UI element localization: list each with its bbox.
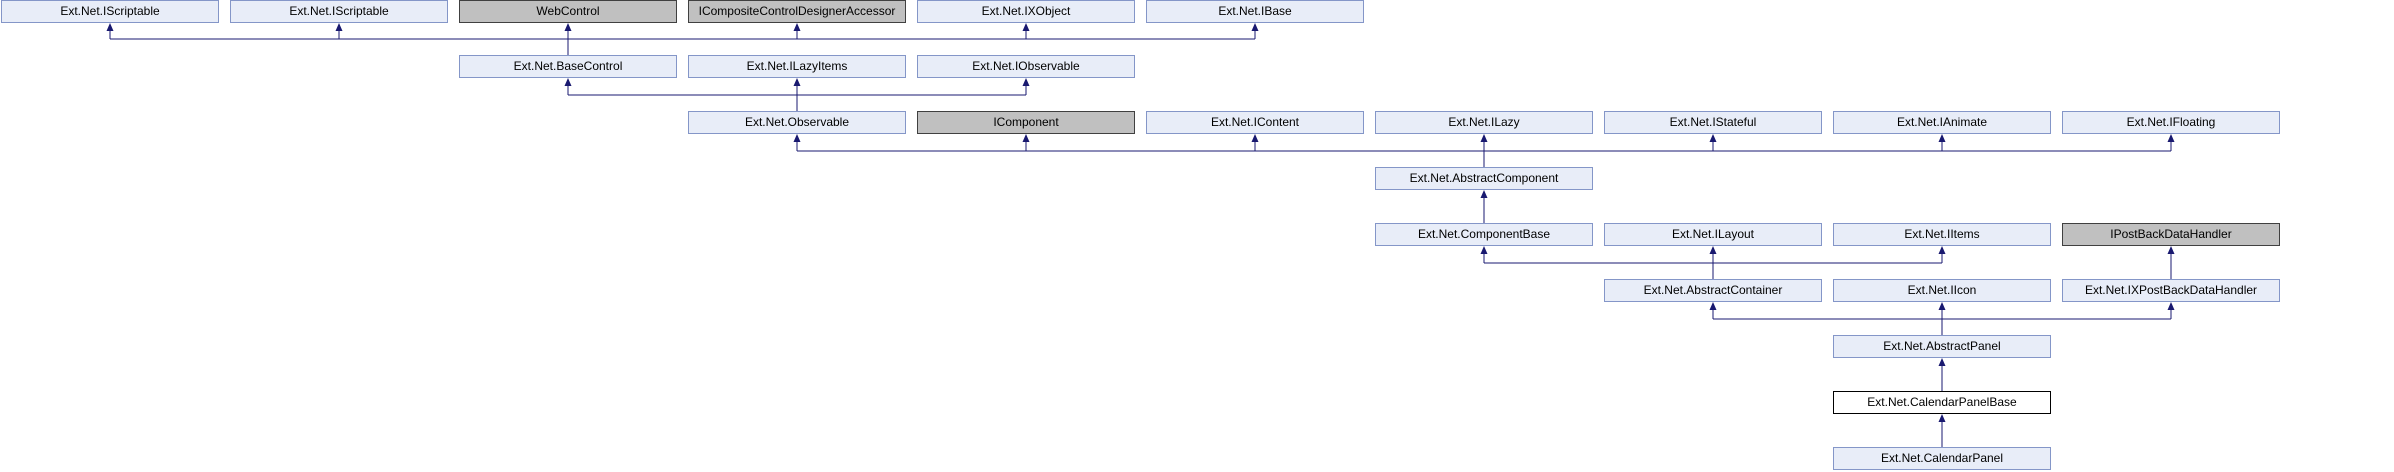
arrow-head-icon (793, 134, 801, 142)
class-node-label: Ext.Net.IScriptable (60, 4, 160, 18)
arrow-head-icon (2167, 134, 2175, 142)
arrow-head-icon (564, 23, 572, 31)
class-node-ext-net-ilazyitems[interactable]: Ext.Net.ILazyItems (688, 55, 906, 78)
class-node-ext-net-iscriptable[interactable]: Ext.Net.IScriptable (1, 0, 219, 23)
arrow-head-icon (106, 23, 114, 31)
class-node-label: Ext.Net.AbstractPanel (1883, 339, 2001, 353)
arrow-head-icon (2167, 302, 2175, 310)
class-node-ext-net-calendarpanel[interactable]: Ext.Net.CalendarPanel (1833, 447, 2051, 470)
arrow-head-icon (1709, 134, 1717, 142)
arrow-head-icon (1480, 190, 1488, 198)
class-node-label: Ext.Net.ILazyItems (746, 59, 848, 73)
class-node-ipostbackdatahandler[interactable]: IPostBackDataHandler (2062, 223, 2280, 246)
arrow-head-icon (1938, 302, 1946, 310)
class-node-label: ICompositeControlDesignerAccessor (698, 4, 896, 18)
arrow-head-icon (1022, 78, 1030, 86)
class-node-ext-net-ianimate[interactable]: Ext.Net.IAnimate (1833, 111, 2051, 134)
class-node-ext-net-ilayout[interactable]: Ext.Net.ILayout (1604, 223, 1822, 246)
arrow-head-icon (1251, 23, 1259, 31)
arrow-head-icon (1938, 134, 1946, 142)
class-node-label: Ext.Net.IContent (1210, 115, 1300, 129)
class-node-ext-net-iobservable[interactable]: Ext.Net.IObservable (917, 55, 1135, 78)
arrow-head-icon (1709, 302, 1717, 310)
class-node-icomponent[interactable]: IComponent (917, 111, 1135, 134)
arrow-head-icon (793, 23, 801, 31)
arrow-head-icon (1709, 246, 1717, 254)
class-node-ext-net-iicon[interactable]: Ext.Net.IIcon (1833, 279, 2051, 302)
class-node-label: Ext.Net.CalendarPanelBase (1867, 395, 2017, 409)
class-node-label: Ext.Net.ComponentBase (1417, 227, 1551, 241)
class-node-label: Ext.Net.IBase (1218, 4, 1292, 18)
class-node-ext-net-istateful[interactable]: Ext.Net.IStateful (1604, 111, 1822, 134)
arrow-head-icon (1022, 134, 1030, 142)
class-node-ext-net-iscriptable[interactable]: Ext.Net.IScriptable (230, 0, 448, 23)
class-node-icompositecontroldesigneraccessor[interactable]: ICompositeControlDesignerAccessor (688, 0, 906, 23)
class-node-ext-net-calendarpanelbase: Ext.Net.CalendarPanelBase (1833, 391, 2051, 414)
class-node-ext-net-abstractcontainer[interactable]: Ext.Net.AbstractContainer (1604, 279, 1822, 302)
arrow-head-icon (1480, 134, 1488, 142)
class-node-label: Ext.Net.IScriptable (289, 4, 389, 18)
arrow-head-icon (1938, 414, 1946, 422)
class-node-ext-net-abstractcomponent[interactable]: Ext.Net.AbstractComponent (1375, 167, 1593, 190)
arrow-head-icon (1938, 358, 1946, 366)
class-node-label: Ext.Net.IItems (1904, 227, 1980, 241)
class-node-label: Ext.Net.IAnimate (1896, 115, 1988, 129)
class-node-ext-net-ixpostbackdatahandler[interactable]: Ext.Net.IXPostBackDataHandler (2062, 279, 2280, 302)
arrow-head-icon (564, 78, 572, 86)
class-node-ext-net-componentbase[interactable]: Ext.Net.ComponentBase (1375, 223, 1593, 246)
class-node-ext-net-abstractpanel[interactable]: Ext.Net.AbstractPanel (1833, 335, 2051, 358)
class-node-label: IPostBackDataHandler (2110, 227, 2232, 241)
class-node-ext-net-ifloating[interactable]: Ext.Net.IFloating (2062, 111, 2280, 134)
class-node-label: Ext.Net.IXPostBackDataHandler (2084, 283, 2258, 297)
class-node-ext-net-iitems[interactable]: Ext.Net.IItems (1833, 223, 2051, 246)
arrow-head-icon (793, 78, 801, 86)
arrow-head-icon (1480, 246, 1488, 254)
class-node-label: Ext.Net.IObservable (972, 59, 1080, 73)
arrow-head-icon (335, 23, 343, 31)
class-node-ext-net-icontent[interactable]: Ext.Net.IContent (1146, 111, 1364, 134)
class-node-ext-net-ilazy[interactable]: Ext.Net.ILazy (1375, 111, 1593, 134)
class-node-label: Ext.Net.ILayout (1671, 227, 1755, 241)
class-node-label: Ext.Net.AbstractComponent (1409, 171, 1559, 185)
class-node-label: IComponent (993, 115, 1059, 129)
class-node-ext-net-observable[interactable]: Ext.Net.Observable (688, 111, 906, 134)
class-node-label: Ext.Net.IXObject (981, 4, 1071, 18)
arrow-head-icon (1938, 246, 1946, 254)
class-node-ext-net-ibase[interactable]: Ext.Net.IBase (1146, 0, 1364, 23)
class-node-label: Ext.Net.ILazy (1448, 115, 1520, 129)
arrow-head-icon (1251, 134, 1259, 142)
class-node-label: Ext.Net.BaseControl (513, 59, 623, 73)
class-node-label: Ext.Net.CalendarPanel (1880, 451, 2004, 465)
class-node-label: Ext.Net.AbstractContainer (1643, 283, 1783, 297)
class-node-label: Ext.Net.IIcon (1907, 283, 1977, 297)
class-node-webcontrol[interactable]: WebControl (459, 0, 677, 23)
class-node-label: WebControl (536, 4, 600, 18)
arrow-head-icon (1022, 23, 1030, 31)
class-node-ext-net-ixobject[interactable]: Ext.Net.IXObject (917, 0, 1135, 23)
arrow-head-icon (2167, 246, 2175, 254)
class-node-ext-net-basecontrol[interactable]: Ext.Net.BaseControl (459, 55, 677, 78)
class-node-label: Ext.Net.Observable (744, 115, 850, 129)
class-node-label: Ext.Net.IStateful (1669, 115, 1757, 129)
class-node-label: Ext.Net.IFloating (2126, 115, 2216, 129)
